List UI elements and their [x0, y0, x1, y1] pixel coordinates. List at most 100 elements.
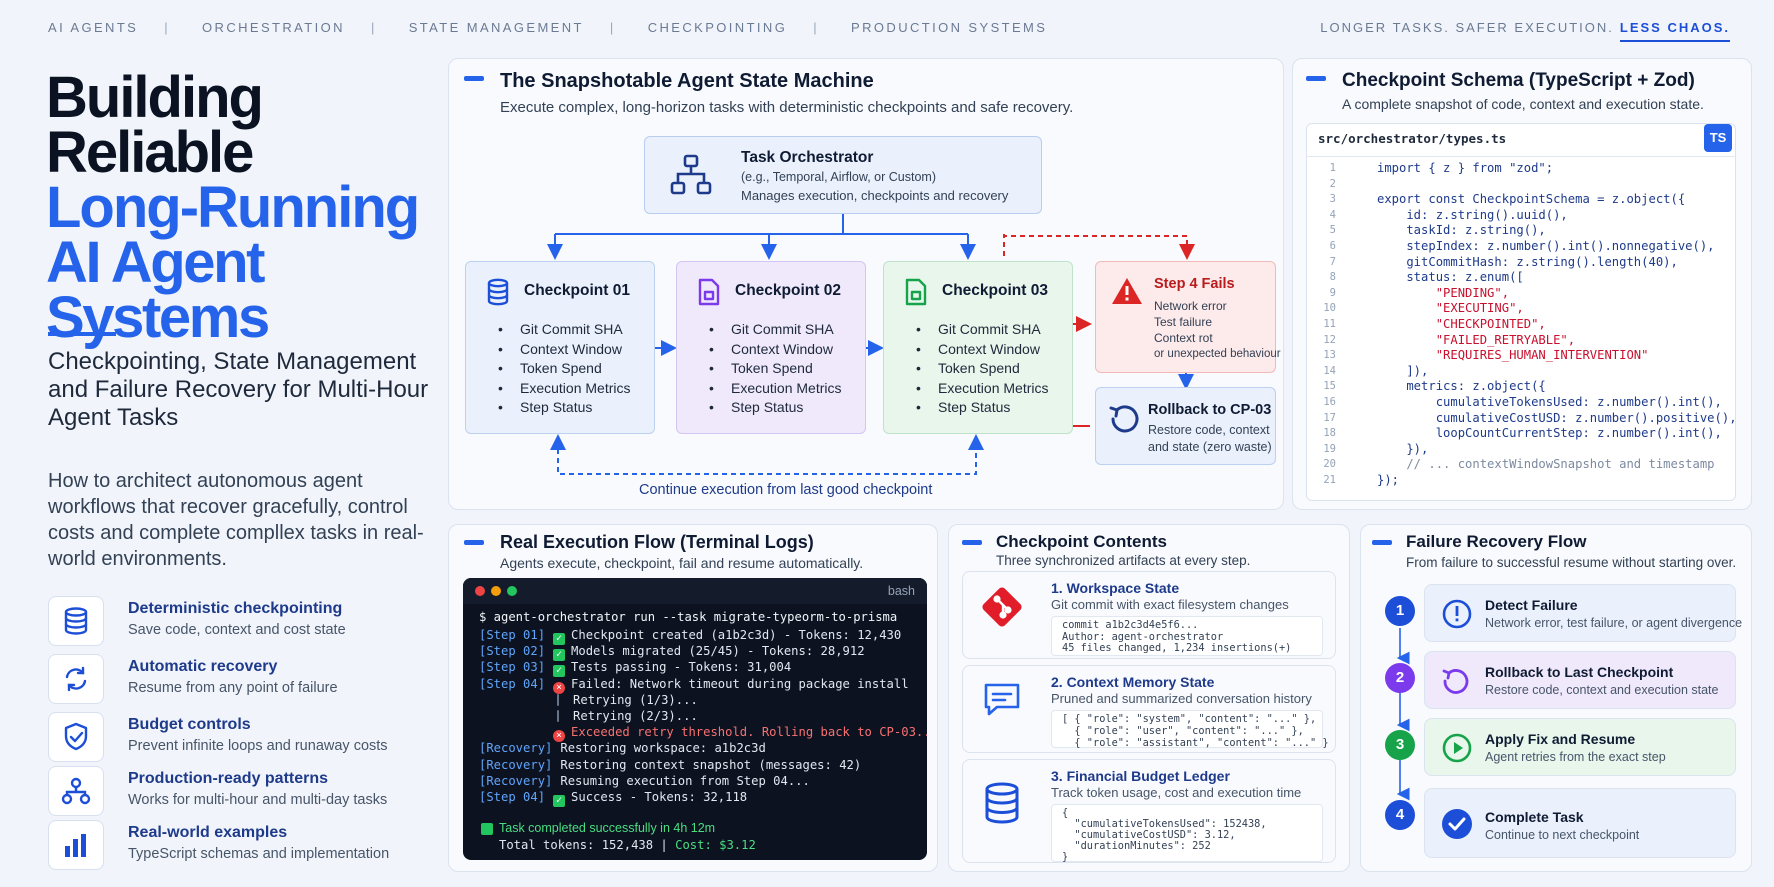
step-number: 1 — [1385, 596, 1415, 626]
nav-item[interactable]: ORCHESTRATION — [202, 20, 345, 35]
fail-items: Network error Test failure Context rot o… — [1154, 298, 1281, 362]
feature-item: Deterministic checkpointing Save code, c… — [48, 596, 448, 648]
terminal-done: Task completed successfully in 4h 12m — [499, 821, 716, 835]
section-marker — [1306, 76, 1326, 81]
nav-item[interactable]: STATE MANAGEMENT — [408, 20, 584, 35]
log-tag: [Step 02] — [479, 644, 546, 659]
network-icon — [48, 766, 104, 816]
log-text: Models migrated (25/45) - Tokens: 28,912 — [571, 644, 865, 659]
log-tag: [Recovery] — [479, 741, 553, 756]
line-number: 17 — [1323, 411, 1336, 424]
feature-item: Automatic recovery Resume from any point… — [48, 654, 448, 706]
log-tag: [Recovery] — [479, 757, 553, 772]
contents-subtitle: Three synchronized artifacts at every st… — [996, 553, 1251, 568]
database-icon — [487, 278, 509, 306]
feature-item: Production-ready patterns Works for mult… — [48, 766, 448, 818]
log-text: Retrying (1/3)... — [573, 692, 698, 707]
log-tag: [Step 03] — [479, 660, 546, 675]
tagline-lead: LONGER TASKS. SAFER EXECUTION. — [1320, 20, 1614, 35]
terminal-line: Retrying (1/3)... — [479, 693, 698, 707]
checkpoint-item: Step Status — [914, 398, 1048, 418]
rollback-node: Rollback to CP-03 Restore code, context … — [1095, 387, 1276, 465]
log-text: Tests passing - Tokens: 31,004 — [571, 660, 792, 675]
feature-title: Automatic recovery — [128, 658, 278, 675]
tree-line-icon — [557, 693, 560, 706]
recovery-step: Detect Failure Network error, test failu… — [1424, 584, 1742, 642]
error-icon: × — [553, 730, 566, 743]
file-icon — [698, 278, 720, 306]
terminal-panel-subtitle: Agents execute, checkpoint, fail and res… — [500, 555, 864, 571]
error-icon: × — [553, 681, 566, 694]
line-number: 21 — [1323, 474, 1336, 486]
state-machine-subtitle: Execute complex, long-horizon tasks with… — [500, 99, 1074, 116]
nav-item[interactable]: CHECKPOINTING — [647, 20, 788, 35]
code-line: stepIndex: z.number().int().nonnegative(… — [1377, 239, 1715, 253]
line-number: 11 — [1323, 318, 1336, 330]
recovery-step-title: Complete Task — [1485, 809, 1584, 825]
feature-title: Production-ready patterns — [128, 770, 329, 787]
terminal-total: Total tokens: 152,438 | Cost: $3.12 — [499, 838, 756, 852]
tagline-emph: LESS CHAOS. — [1619, 20, 1730, 42]
checkpoint-item: Context Window — [707, 340, 841, 360]
minimize-dot-icon[interactable] — [491, 586, 501, 596]
checkpoint-items: Git Commit SHA Context Window Token Spen… — [707, 320, 841, 418]
code-line: metrics: z.object({ — [1377, 379, 1546, 394]
terminal-line: [Step 02]✓Models migrated (25/45) - Toke… — [479, 644, 865, 662]
terminal-line: [Recovery]Resuming execution from Step 0… — [479, 774, 810, 788]
title-line-accent: AI Agent Systems — [46, 230, 270, 350]
content-title: 2. Context Memory State — [1051, 674, 1215, 690]
code-line: }), — [1377, 441, 1429, 456]
checkpoint-item: Step Status — [496, 398, 630, 418]
feature-sub: Prevent infinite loops and runaway costs — [128, 738, 388, 754]
terminal-line: ×Exceeded retry threshold. Rolling back … — [479, 725, 927, 743]
code-line: ]), — [1377, 363, 1429, 378]
code-line: }); — [1377, 473, 1400, 487]
checkpoint-title: Checkpoint 01 — [524, 282, 630, 299]
checkpoint-items: Git Commit SHA Context Window Token Spen… — [496, 320, 630, 418]
content-snippet: [ { "role": "system", "content": "..." }… — [1051, 710, 1329, 748]
feature-sub: Save code, context and cost state — [128, 622, 346, 638]
checkpoint-item: Step Status — [707, 398, 841, 418]
code-editor[interactable] — [1306, 123, 1736, 501]
line-number: 7 — [1329, 255, 1336, 268]
section-marker — [962, 540, 982, 545]
check-circle-icon — [1442, 809, 1472, 839]
feature-sub: Resume from any point of failure — [128, 680, 338, 696]
nav-item[interactable]: AI AGENTS — [48, 20, 139, 35]
code-line: // ... contextWindowSnapshot and timesta… — [1377, 457, 1715, 472]
maximize-dot-icon[interactable] — [507, 586, 517, 596]
recovery-step-title: Rollback to Last Checkpoint — [1485, 664, 1674, 680]
close-dot-icon[interactable] — [475, 586, 485, 596]
checkpoint-item: Git Commit SHA — [914, 320, 1048, 340]
terminal-window[interactable]: bash $ agent-orchestrator run --task mig… — [463, 578, 927, 860]
fail-item: Test failure — [1154, 315, 1213, 329]
checkpoint-item: Execution Metrics — [914, 379, 1048, 399]
content-snippet: commit a1b2c3d4e5f6... Author: agent-orc… — [1051, 616, 1323, 656]
check-icon: ✓ — [553, 665, 566, 678]
code-file-name[interactable]: src/orchestrator/types.ts — [1318, 131, 1507, 146]
terminal-line: [Step 04]✓Success - Tokens: 32,118 — [479, 790, 747, 807]
terminal-command: $ agent-orchestrator run --task migrate-… — [479, 610, 898, 624]
line-number: 14 — [1323, 364, 1336, 377]
database-icon — [985, 782, 1019, 824]
file-icon — [905, 278, 927, 306]
page-title: Building Reliable Long-Running AI Agent … — [46, 65, 446, 350]
shell-name: bash — [887, 584, 915, 598]
terminal-line: [Step 03] ✓ Tests passing - Tokens: 31,004 — [479, 660, 792, 678]
feature-sub: Works for multi-hour and multi-day tasks — [128, 792, 388, 808]
content-card: 3. Financial Budget Ledger Track token u… — [962, 759, 1336, 863]
checkpoint-item: Execution Metrics — [707, 379, 841, 399]
checkpoint-item: Token Spend — [914, 359, 1048, 379]
line-number: 8 — [1329, 271, 1336, 284]
check-icon: ✓ — [553, 795, 566, 807]
title-divider — [48, 332, 116, 336]
check-icon — [481, 823, 493, 835]
nav-item[interactable]: PRODUCTION SYSTEMS — [851, 20, 1048, 35]
title-line: Building — [46, 65, 264, 130]
step-number: 2 — [1385, 663, 1415, 693]
section-marker — [1372, 540, 1392, 545]
checkpoint-item: Token Spend — [707, 359, 841, 379]
content-sub: Pruned and summarized conversation histo… — [1051, 691, 1312, 706]
line-number: 13 — [1323, 349, 1336, 362]
fail-item: Network error — [1154, 299, 1227, 313]
